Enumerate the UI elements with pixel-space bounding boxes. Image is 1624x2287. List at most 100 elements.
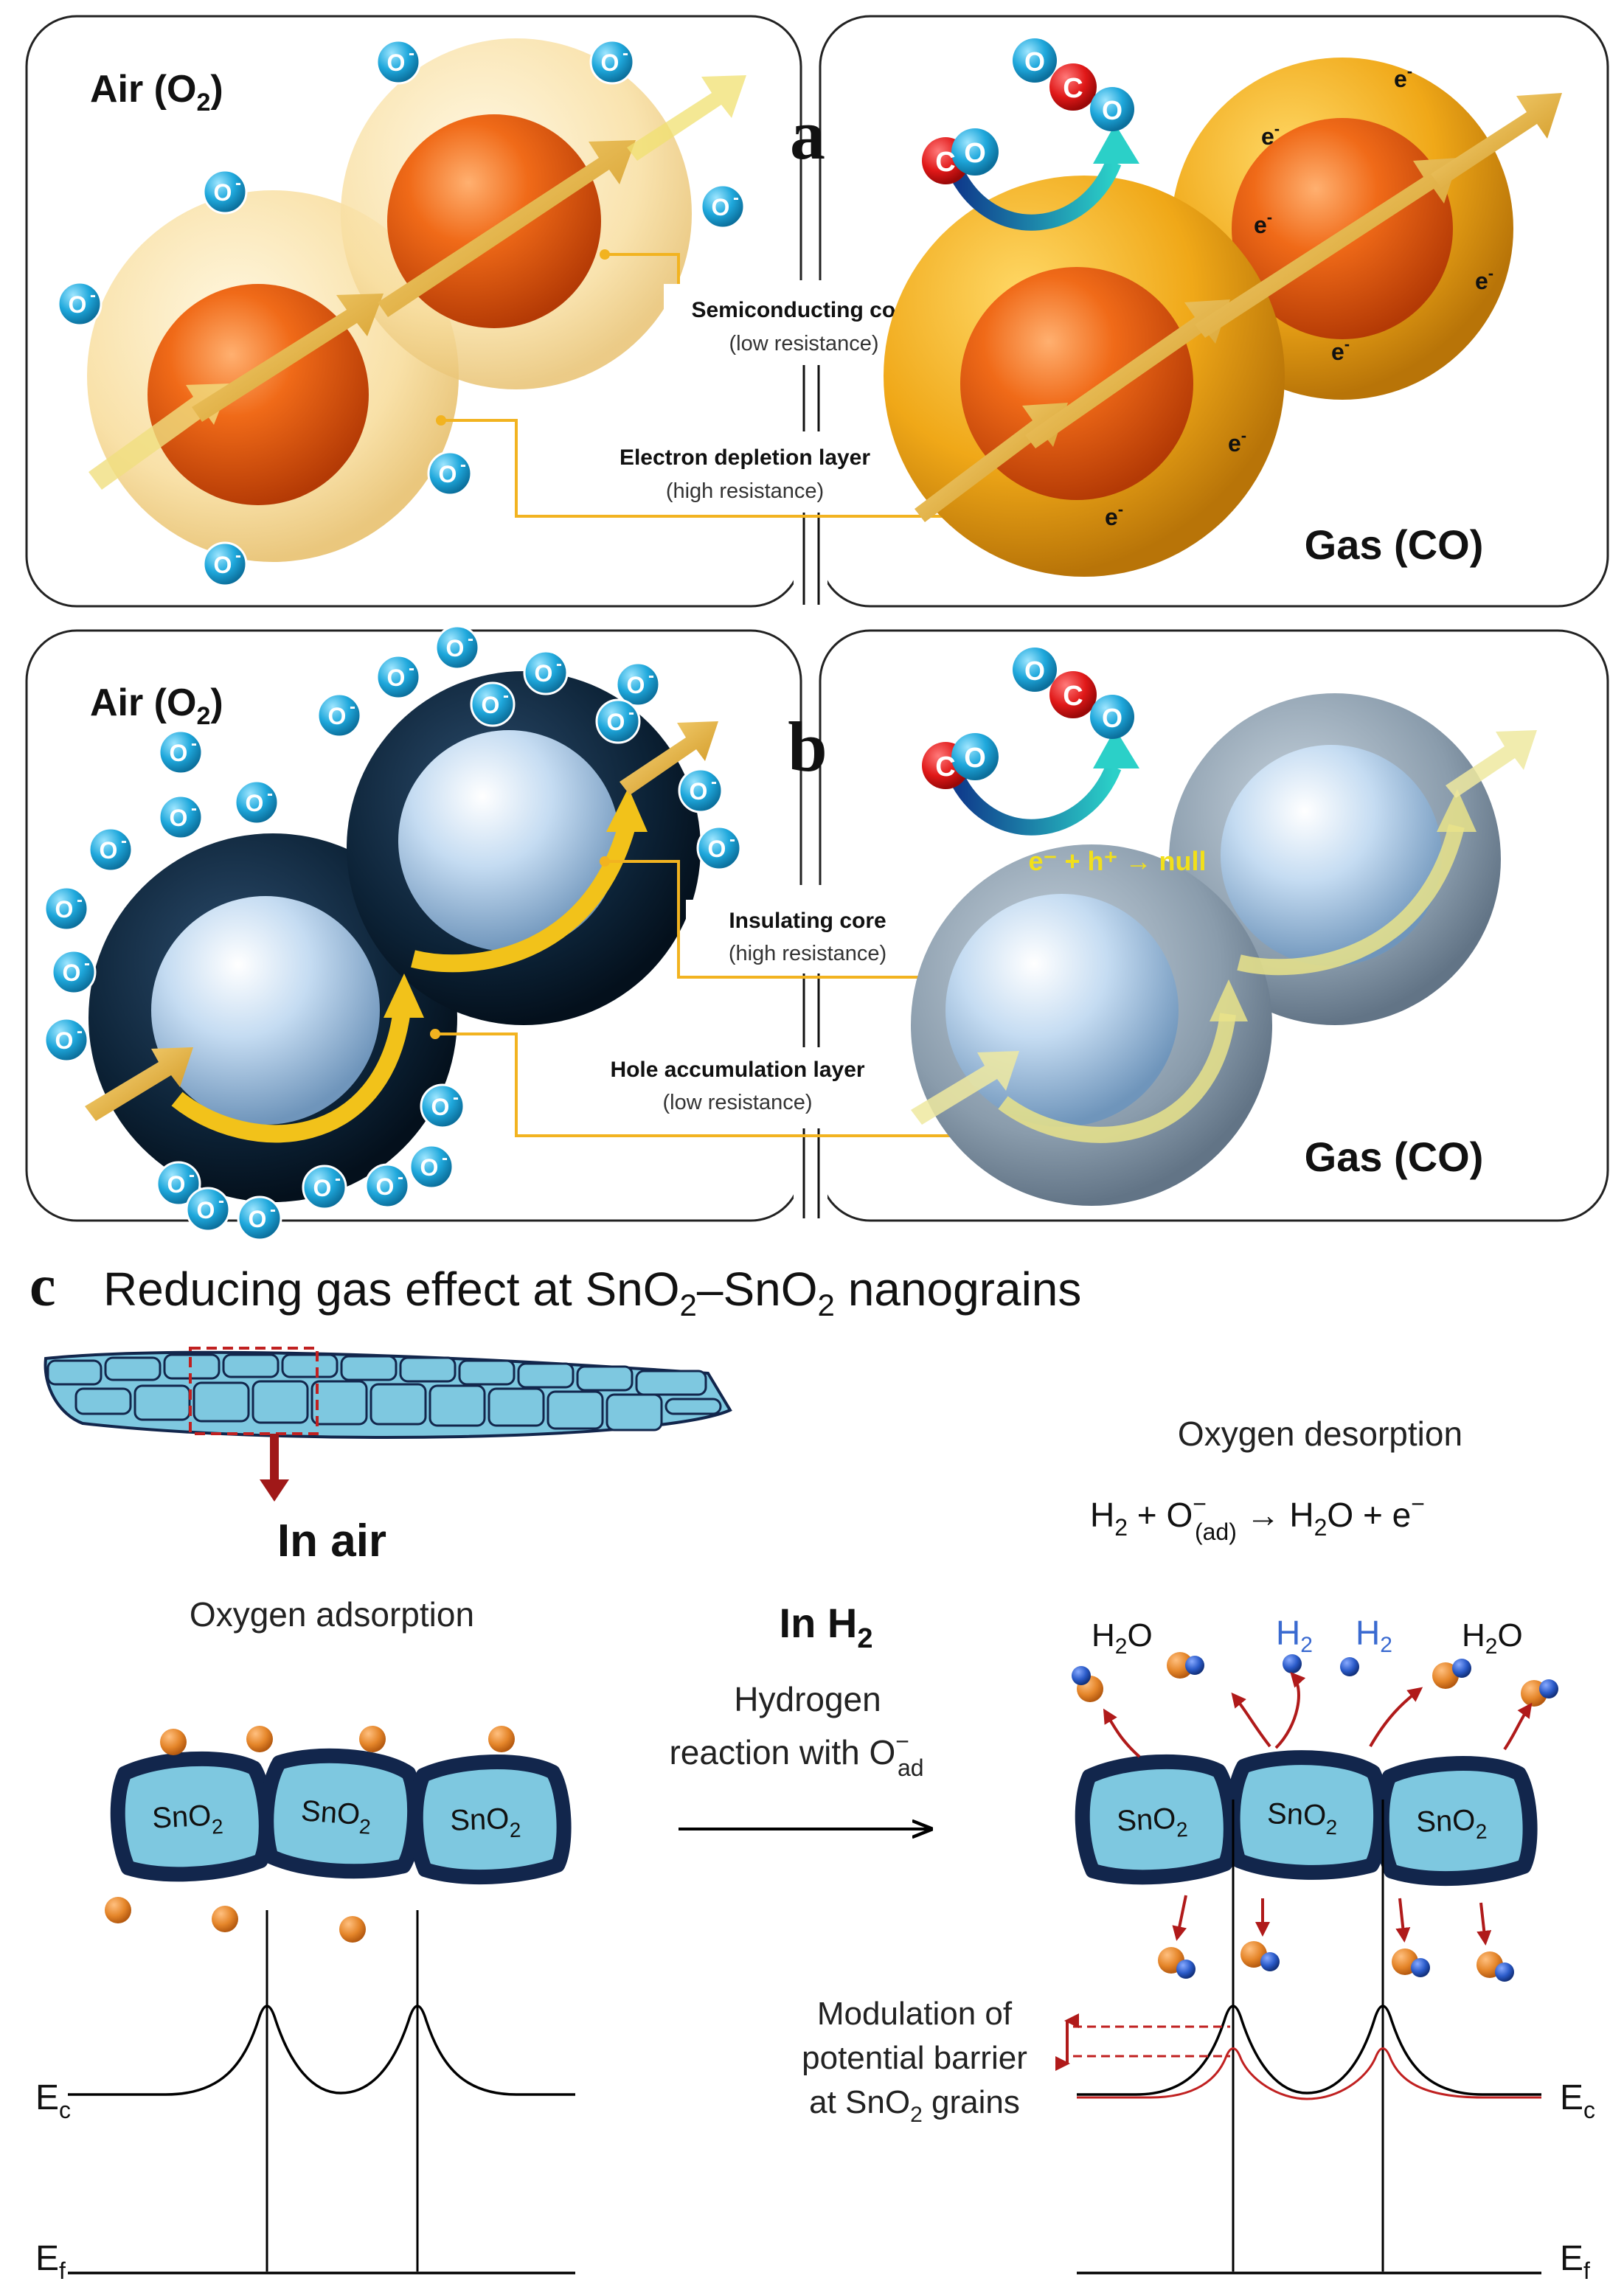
panel-c-title: Reducing gas effect at SnO2–SnO2 nanogra… — [103, 1263, 1081, 1322]
svg-text:-: - — [77, 1021, 83, 1041]
panel-a-layer-sub: (high resistance) — [666, 479, 824, 503]
svg-text:SnO2: SnO2 — [449, 1802, 521, 1844]
oxygen-ion: O- — [615, 662, 661, 707]
desorption-arrow — [1503, 1702, 1533, 1751]
svg-text:O: O — [55, 896, 74, 923]
svg-text:O: O — [627, 672, 645, 698]
svg-text:-: - — [556, 654, 562, 674]
svg-text:O: O — [420, 1154, 439, 1181]
panel-a-co-c: C — [935, 147, 955, 178]
panel-b-co-c: C — [935, 752, 955, 782]
nanograin — [517, 1362, 575, 1389]
svg-text:O: O — [607, 709, 625, 735]
zoom-arrow — [260, 1479, 289, 1502]
oxygen-ion: O- — [51, 949, 97, 995]
oxygen-ion: O- — [427, 451, 473, 496]
svg-text:-: - — [84, 954, 90, 974]
electron: e- — [1331, 335, 1350, 365]
hydrogen-atom — [1283, 1654, 1302, 1673]
panel-b-air-label: Air (O — [90, 681, 196, 724]
panel-b-label: b — [788, 707, 827, 786]
panel-a-co2-o2: O — [1102, 95, 1122, 125]
zoom-box — [189, 1347, 319, 1435]
panel-a-co2-c: C — [1063, 73, 1083, 104]
h2-label-2: H2 — [1356, 1614, 1392, 1657]
panel-a-core-sub: (low resistance) — [729, 332, 878, 355]
svg-text:-: - — [350, 697, 355, 717]
modulation-line3: at SnO2 grains — [809, 2084, 1020, 2127]
oxygen-ion: O- — [202, 541, 248, 587]
panel-a-layer-label: Electron depletion layer — [620, 445, 870, 470]
conduction-band-air — [68, 2005, 575, 2096]
oxygen-ion: O- — [185, 1187, 231, 1232]
svg-text:-: - — [121, 831, 127, 851]
svg-text:SnO2: SnO2 — [1116, 1802, 1188, 1844]
panel-c-label: c — [30, 1254, 56, 1319]
sno2-grain: SnO2 — [259, 1748, 423, 1879]
svg-text:O: O — [69, 291, 87, 318]
svg-text:O: O — [712, 194, 730, 221]
panel-b-core-label: Insulating core — [729, 909, 886, 933]
nanograin — [605, 1393, 663, 1431]
svg-text:-: - — [235, 546, 241, 566]
svg-text:SnO2: SnO2 — [1266, 1797, 1338, 1839]
nanograin — [310, 1380, 368, 1426]
modulation-line1: Modulation of — [817, 1996, 1013, 2032]
oxygen-ion: O- — [523, 650, 569, 695]
oxygen-ion: O- — [470, 681, 516, 727]
panel-b-co2-o1: O — [1024, 656, 1045, 686]
svg-text:O: O — [601, 49, 620, 76]
desorption-arrow — [1369, 1687, 1423, 1748]
nanograin — [546, 1390, 604, 1430]
panel-b-co-o: O — [964, 743, 986, 774]
sno2-grain: SnO2 — [408, 1755, 572, 1885]
desorption-arrow — [1274, 1672, 1306, 1749]
oxygen-adsorption-label: Oxygen adsorption — [190, 1595, 474, 1634]
h2-label-1: H2 — [1276, 1614, 1313, 1657]
oxygen-ion: O- — [700, 184, 746, 229]
hydrogen-atom — [1185, 1656, 1204, 1675]
svg-text:O: O — [690, 778, 708, 805]
nanograin — [222, 1353, 280, 1378]
h2o-label-left: H2O — [1092, 1617, 1153, 1659]
svg-text:-: - — [468, 629, 473, 649]
nanograin — [487, 1387, 545, 1427]
oxygen-ion: O- — [156, 1161, 201, 1207]
svg-text:-: - — [191, 734, 197, 754]
oxygen-ion: O- — [44, 1017, 89, 1063]
svg-text:-: - — [270, 1200, 276, 1220]
svg-text:O: O — [482, 692, 500, 718]
nanograin — [74, 1387, 132, 1415]
svg-text:O: O — [387, 49, 406, 76]
panel-a-co-reaction: C O O C O — [922, 38, 1139, 231]
oxygen-ion: O- — [57, 281, 103, 327]
svg-text:O: O — [249, 1206, 267, 1232]
svg-text:O: O — [170, 805, 188, 831]
svg-text:O: O — [328, 703, 347, 729]
panel-b-air-sub: 2 — [196, 702, 210, 730]
panel-b-reaction: e⁻ + h⁺ → null — [1028, 846, 1206, 876]
modulation-line2: potential barrier — [802, 2040, 1027, 2076]
oxygen-desorption-label: Oxygen desorption — [1178, 1415, 1462, 1453]
panel-a-air-close: ) — [210, 68, 223, 111]
electron: e- — [1228, 426, 1246, 457]
panel-a-air-sub: 2 — [196, 89, 210, 117]
ec-label-right: Ec — [1560, 2078, 1595, 2123]
band-diagram-h2: Ec Ef Modulation of potential barrier at… — [802, 1800, 1595, 2284]
nanograin — [458, 1359, 516, 1386]
oxygen-adatom — [212, 1906, 238, 1932]
oxygen-ion: O- — [375, 39, 421, 85]
svg-text:-: - — [218, 1191, 224, 1211]
electron: e- — [1254, 208, 1272, 238]
oxygen-adatom — [488, 1726, 515, 1752]
svg-text:O: O — [170, 740, 188, 766]
svg-text:-: - — [453, 1088, 459, 1108]
svg-text:O: O — [535, 660, 553, 687]
oxygen-ion: O- — [237, 1195, 282, 1241]
panel-b: Air (O2) Insulating core (high resistanc… — [25, 625, 1609, 1241]
oxygen-ion: O- — [44, 886, 89, 931]
svg-text:O: O — [63, 959, 81, 986]
oxygen-ion: O- — [409, 1144, 454, 1190]
panel-b-co2-c: C — [1063, 681, 1083, 712]
